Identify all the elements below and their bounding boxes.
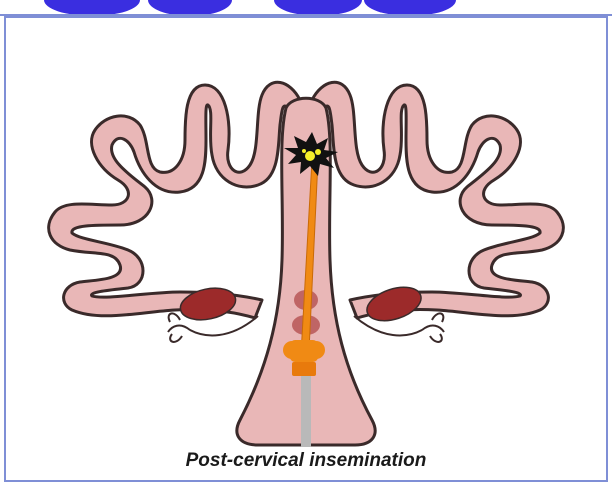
right-uterine-horn <box>312 82 563 318</box>
left-ovary <box>177 284 238 325</box>
right-ovary <box>363 281 426 327</box>
catheter-outer-tube <box>301 365 311 447</box>
left-uterine-horn <box>49 82 300 318</box>
diagram-caption: Post-cervical insemination <box>0 450 612 472</box>
